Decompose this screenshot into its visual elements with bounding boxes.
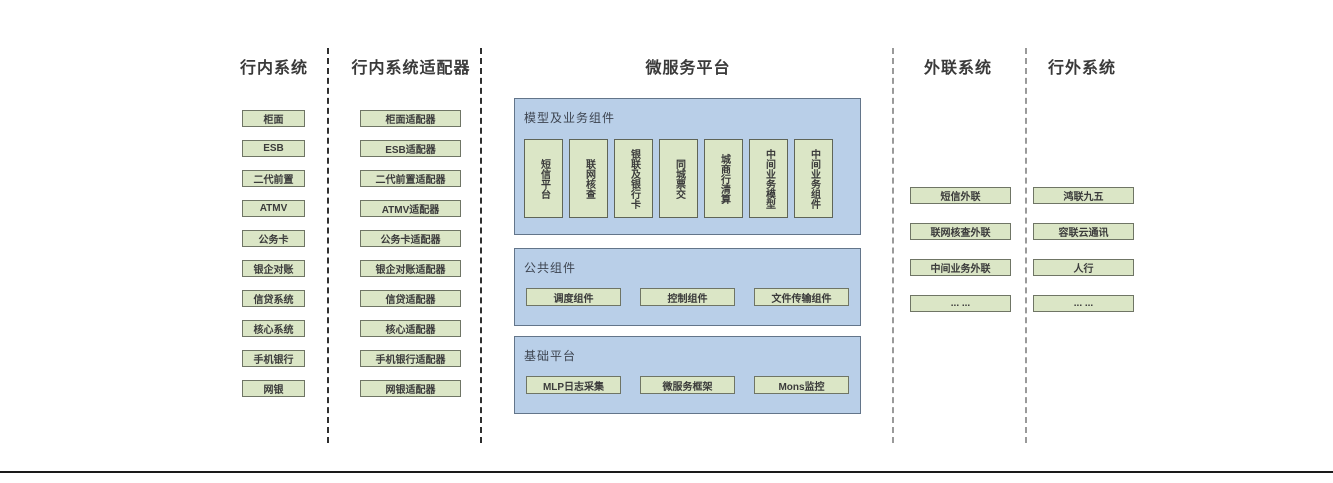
internal-system-box: 核心系统 bbox=[242, 320, 305, 337]
column-title-outreach-systems: 外联系统 bbox=[923, 60, 993, 77]
base-platform-box: Mons监控 bbox=[754, 376, 849, 394]
separator-line-2 bbox=[480, 48, 482, 443]
internal-system-box: ATMV bbox=[242, 200, 305, 217]
panel-base-platform: 基础平台 MLP日志采集 微服务框架 Mons监控 bbox=[514, 336, 861, 414]
bottom-divider-line bbox=[0, 471, 1333, 473]
external-system-box: 鸿联九五 bbox=[1033, 187, 1134, 204]
separator-line-3 bbox=[892, 48, 894, 443]
internal-system-box: 柜面 bbox=[242, 110, 305, 127]
internal-system-box: 二代前置 bbox=[242, 170, 305, 187]
model-component-box: 同城票交 bbox=[659, 139, 698, 218]
adapter-box: 网银适配器 bbox=[360, 380, 461, 397]
internal-system-box: 网银 bbox=[242, 380, 305, 397]
common-components-list: 调度组件 控制组件 文件传输组件 bbox=[526, 288, 849, 306]
outreach-system-box: 联网核查外联 bbox=[910, 223, 1011, 240]
panel-title: 基础平台 bbox=[524, 349, 577, 363]
outreach-system-box: ... ... bbox=[910, 295, 1011, 312]
model-component-box: 中间业务模型 bbox=[749, 139, 788, 218]
model-component-box: 城商行清算 bbox=[704, 139, 743, 218]
internal-systems-list: 柜面 ESB 二代前置 ATMV 公务卡银企对账信贷系统核心系统手机银行网银 bbox=[242, 110, 305, 397]
separator-line-1 bbox=[327, 48, 329, 443]
panel-common-components: 公共组件 调度组件 控制组件 文件传输组件 bbox=[514, 248, 861, 326]
adapter-box: ESB适配器 bbox=[360, 140, 461, 157]
column-title-external-systems: 行外系统 bbox=[1047, 60, 1117, 77]
adapter-box: 核心适配器 bbox=[360, 320, 461, 337]
internal-system-box: ESB bbox=[242, 140, 305, 157]
adapter-box: 银企对账适配器 bbox=[360, 260, 461, 277]
adapter-box: 柜面适配器 bbox=[360, 110, 461, 127]
adapter-box: 手机银行适配器 bbox=[360, 350, 461, 367]
internal-adapters-list: 柜面适配器 ESB适配器二代前置适配器 ATMV适配器公务卡适配器银企对账适配器信贷… bbox=[360, 110, 461, 397]
adapter-box: 公务卡适配器 bbox=[360, 230, 461, 247]
external-system-box: ... ... bbox=[1033, 295, 1134, 312]
outreach-system-box: 短信外联 bbox=[910, 187, 1011, 204]
base-platform-list: MLP日志采集 微服务框架 Mons监控 bbox=[526, 376, 849, 394]
panel-model-business-components: 模型及业务组件 短信平台联网核查银联及银行卡同城票交城商行清算中间业务模型中间业… bbox=[514, 98, 861, 235]
internal-system-box: 信贷系统 bbox=[242, 290, 305, 307]
external-system-box: 人行 bbox=[1033, 259, 1134, 276]
column-title-internal-adapters: 行内系统适配器 bbox=[351, 60, 471, 77]
column-title-internal-systems: 行内系统 bbox=[239, 60, 309, 77]
column-title-microservice-platform: 微服务平台 bbox=[645, 60, 731, 77]
model-component-box: 银联及银行卡 bbox=[614, 139, 653, 218]
model-component-box: 短信平台 bbox=[524, 139, 563, 218]
common-component-box: 文件传输组件 bbox=[754, 288, 849, 306]
common-component-box: 调度组件 bbox=[526, 288, 621, 306]
model-component-box: 联网核查 bbox=[569, 139, 608, 218]
panel-title: 公共组件 bbox=[524, 261, 577, 275]
model-component-box: 中间业务组件 bbox=[794, 139, 833, 218]
common-component-box: 控制组件 bbox=[640, 288, 735, 306]
separator-line-4 bbox=[1025, 48, 1027, 443]
adapter-box: 信贷适配器 bbox=[360, 290, 461, 307]
base-platform-box: 微服务框架 bbox=[640, 376, 735, 394]
panel-title: 模型及业务组件 bbox=[524, 111, 616, 125]
base-platform-box: MLP日志采集 bbox=[526, 376, 621, 394]
internal-system-box: 手机银行 bbox=[242, 350, 305, 367]
outreach-system-box: 中间业务外联 bbox=[910, 259, 1011, 276]
outreach-systems-list: 短信外联联网核查外联中间业务外联 ... ... bbox=[910, 187, 1011, 312]
model-components-list: 短信平台联网核查银联及银行卡同城票交城商行清算中间业务模型中间业务组件 bbox=[524, 139, 833, 218]
internal-system-box: 银企对账 bbox=[242, 260, 305, 277]
internal-system-box: 公务卡 bbox=[242, 230, 305, 247]
external-systems-list: 鸿联九五容联云通讯人行 ... ... bbox=[1033, 187, 1134, 312]
external-system-box: 容联云通讯 bbox=[1033, 223, 1134, 240]
adapter-box: 二代前置适配器 bbox=[360, 170, 461, 187]
adapter-box: ATMV适配器 bbox=[360, 200, 461, 217]
